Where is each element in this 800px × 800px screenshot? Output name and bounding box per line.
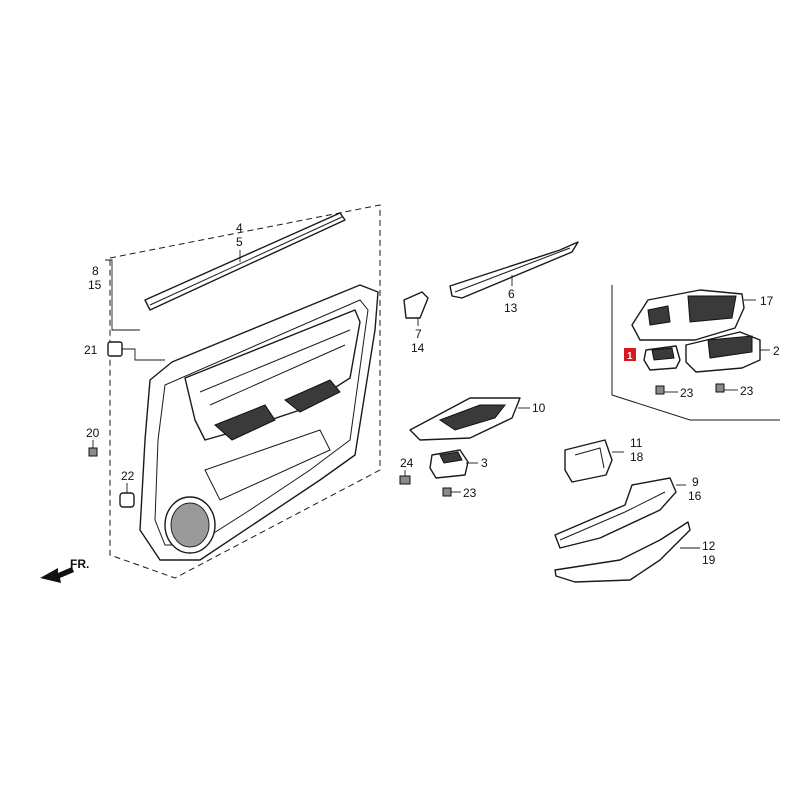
part-11-bracket bbox=[564, 439, 613, 483]
part-2-window-toggles bbox=[707, 335, 753, 359]
screw-23-center bbox=[442, 487, 461, 497]
label-16: 16 bbox=[688, 489, 702, 503]
part-6-garnish bbox=[449, 241, 579, 299]
door-assembly-outline bbox=[109, 204, 381, 579]
door-panel-inner-edge bbox=[154, 299, 369, 546]
door-upper-trim-line bbox=[199, 329, 351, 406]
left-fasteners bbox=[88, 259, 165, 508]
part-9-armrest-line bbox=[559, 491, 666, 541]
front-arrow-icon bbox=[40, 567, 74, 583]
right-parts: 1 bbox=[554, 285, 780, 583]
label-23-center: 23 bbox=[463, 486, 477, 500]
screw-23-right-b bbox=[715, 383, 738, 393]
label-13: 13 bbox=[504, 301, 518, 315]
lead-8-15 bbox=[105, 259, 140, 331]
door-weatherstrip-line bbox=[149, 216, 343, 306]
part-17-window-buttons bbox=[687, 295, 737, 323]
label-17: 17 bbox=[760, 294, 774, 308]
label-24: 24 bbox=[400, 456, 414, 470]
part-1-highlight-badge bbox=[624, 348, 636, 361]
part-3-switch-top bbox=[439, 451, 463, 464]
speaker-grille-mesh bbox=[170, 502, 210, 548]
door-pocket bbox=[204, 429, 331, 501]
front-direction-indicator: FR. bbox=[40, 557, 89, 583]
part-11-bracket-edge bbox=[574, 447, 605, 469]
label-23-right-a: 23 bbox=[680, 386, 694, 400]
label-2: 2 bbox=[773, 344, 780, 358]
part-17-lock-button bbox=[647, 305, 671, 326]
center-parts bbox=[399, 241, 579, 497]
label-6: 6 bbox=[508, 287, 515, 301]
callout-labels: 4 5 8 15 21 20 22 24 3 23 7 14 6 13 10 1… bbox=[84, 221, 780, 567]
screw-20 bbox=[88, 440, 98, 457]
label-18: 18 bbox=[630, 450, 644, 464]
part-6-garnish-line bbox=[454, 247, 571, 293]
clip-21 bbox=[107, 341, 165, 361]
door-panel-group bbox=[109, 204, 381, 579]
part-1-label: 1 bbox=[627, 351, 633, 362]
label-4: 4 bbox=[236, 221, 243, 235]
screw-23-right-a bbox=[655, 385, 678, 395]
door-switch-recess bbox=[284, 379, 341, 413]
label-10: 10 bbox=[532, 401, 546, 415]
label-3: 3 bbox=[481, 456, 488, 470]
label-23-right-b: 23 bbox=[740, 384, 754, 398]
switch-assembly-bracket bbox=[611, 285, 780, 421]
label-11: 11 bbox=[630, 436, 643, 450]
label-7: 7 bbox=[415, 327, 422, 341]
label-22: 22 bbox=[121, 469, 135, 483]
label-5: 5 bbox=[236, 235, 243, 249]
label-15: 15 bbox=[88, 278, 102, 292]
screw-24 bbox=[399, 470, 411, 485]
label-20: 20 bbox=[86, 426, 100, 440]
front-label: FR. bbox=[70, 557, 89, 571]
part-1-switch-knob bbox=[651, 347, 675, 361]
door-handle-recess bbox=[214, 404, 276, 441]
part-9-armrest bbox=[554, 477, 677, 549]
label-9: 9 bbox=[692, 475, 699, 489]
label-14: 14 bbox=[411, 341, 425, 355]
label-12: 12 bbox=[702, 539, 716, 553]
part-10-switch-cutout bbox=[438, 404, 507, 431]
part-7-cap bbox=[403, 291, 429, 319]
label-19: 19 bbox=[702, 553, 716, 567]
label-21: 21 bbox=[84, 343, 98, 357]
label-8: 8 bbox=[92, 264, 99, 278]
part-12-lower-trim bbox=[554, 521, 691, 583]
clip-22 bbox=[119, 483, 135, 508]
